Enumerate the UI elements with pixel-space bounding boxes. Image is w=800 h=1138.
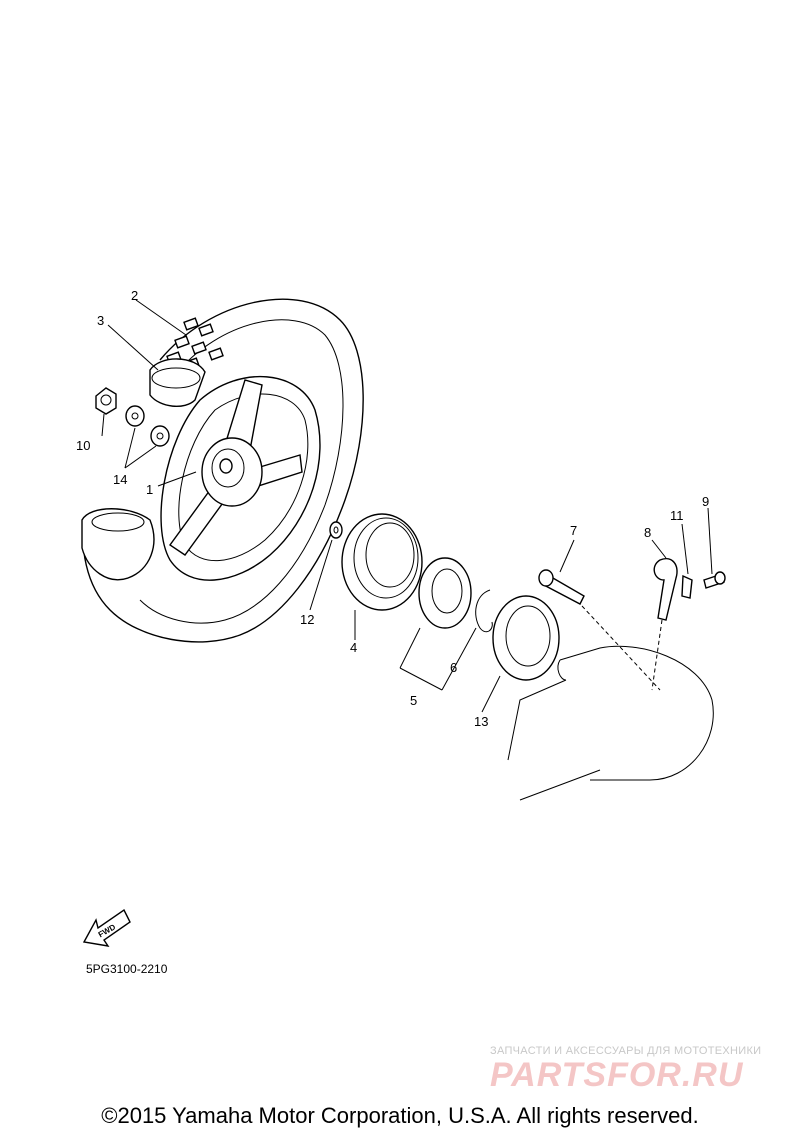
callout-11: 11: [670, 508, 684, 523]
callout-6: 6: [450, 660, 457, 675]
callout-7: 7: [570, 523, 577, 538]
watermark-tagline: ЗАПЧАСТИ И АКСЕССУАРЫ ДЛЯ МОТОТЕХНИКИ: [490, 1045, 762, 1057]
collar: [329, 521, 343, 539]
axle-nut: [95, 387, 117, 415]
tire-inner-edge: [139, 319, 344, 624]
callout-13: 13: [474, 714, 488, 729]
lever-bolt: [703, 571, 726, 589]
brake-camshaft: [538, 569, 585, 605]
callout-12: 12: [300, 612, 314, 627]
tube-section: [149, 358, 206, 407]
wheel-hub: [201, 437, 263, 507]
callout-14: 14: [113, 472, 127, 487]
tire-section: [81, 508, 155, 581]
callout-labels: 2 3 10 14 1 12 4 6 5 13 7 8 11 9: [76, 288, 709, 729]
callout-8: 8: [644, 525, 651, 540]
tire-section-hole: [91, 512, 145, 532]
callout-1: 1: [146, 482, 153, 497]
callout-10: 10: [76, 438, 90, 453]
transmission-case-outline: [507, 605, 714, 801]
watermark-logo: PARTSFOR.RU: [490, 1056, 744, 1094]
brake-plate: [492, 595, 560, 681]
callout-5: 5: [410, 693, 417, 708]
callout-2: 2: [131, 288, 138, 303]
brake-shoe-spring: [475, 589, 493, 633]
brake-drum: [341, 513, 423, 611]
diagram-code: 5PG3100-2210: [86, 962, 168, 976]
leader-lines: [101, 299, 713, 713]
wheel-hub-inner: [211, 448, 245, 488]
rim-inner: [178, 393, 309, 562]
forward-direction-arrow: FWD: [82, 908, 131, 947]
callout-4: 4: [350, 640, 357, 655]
washer-left: [125, 405, 145, 427]
callout-3: 3: [97, 313, 104, 328]
brake-shoe-kit: [418, 557, 472, 629]
tube-opening: [151, 367, 201, 389]
wheel-hub-bore: [219, 458, 233, 474]
copyright-notice: ©2015 Yamaha Motor Corporation, U.S.A. A…: [101, 1103, 699, 1128]
camshaft-lever: [653, 558, 678, 621]
rear-wheel-assembly: [81, 298, 364, 643]
washer-right: [150, 425, 170, 447]
callout-9: 9: [702, 494, 709, 509]
lever-clip: [681, 574, 693, 599]
